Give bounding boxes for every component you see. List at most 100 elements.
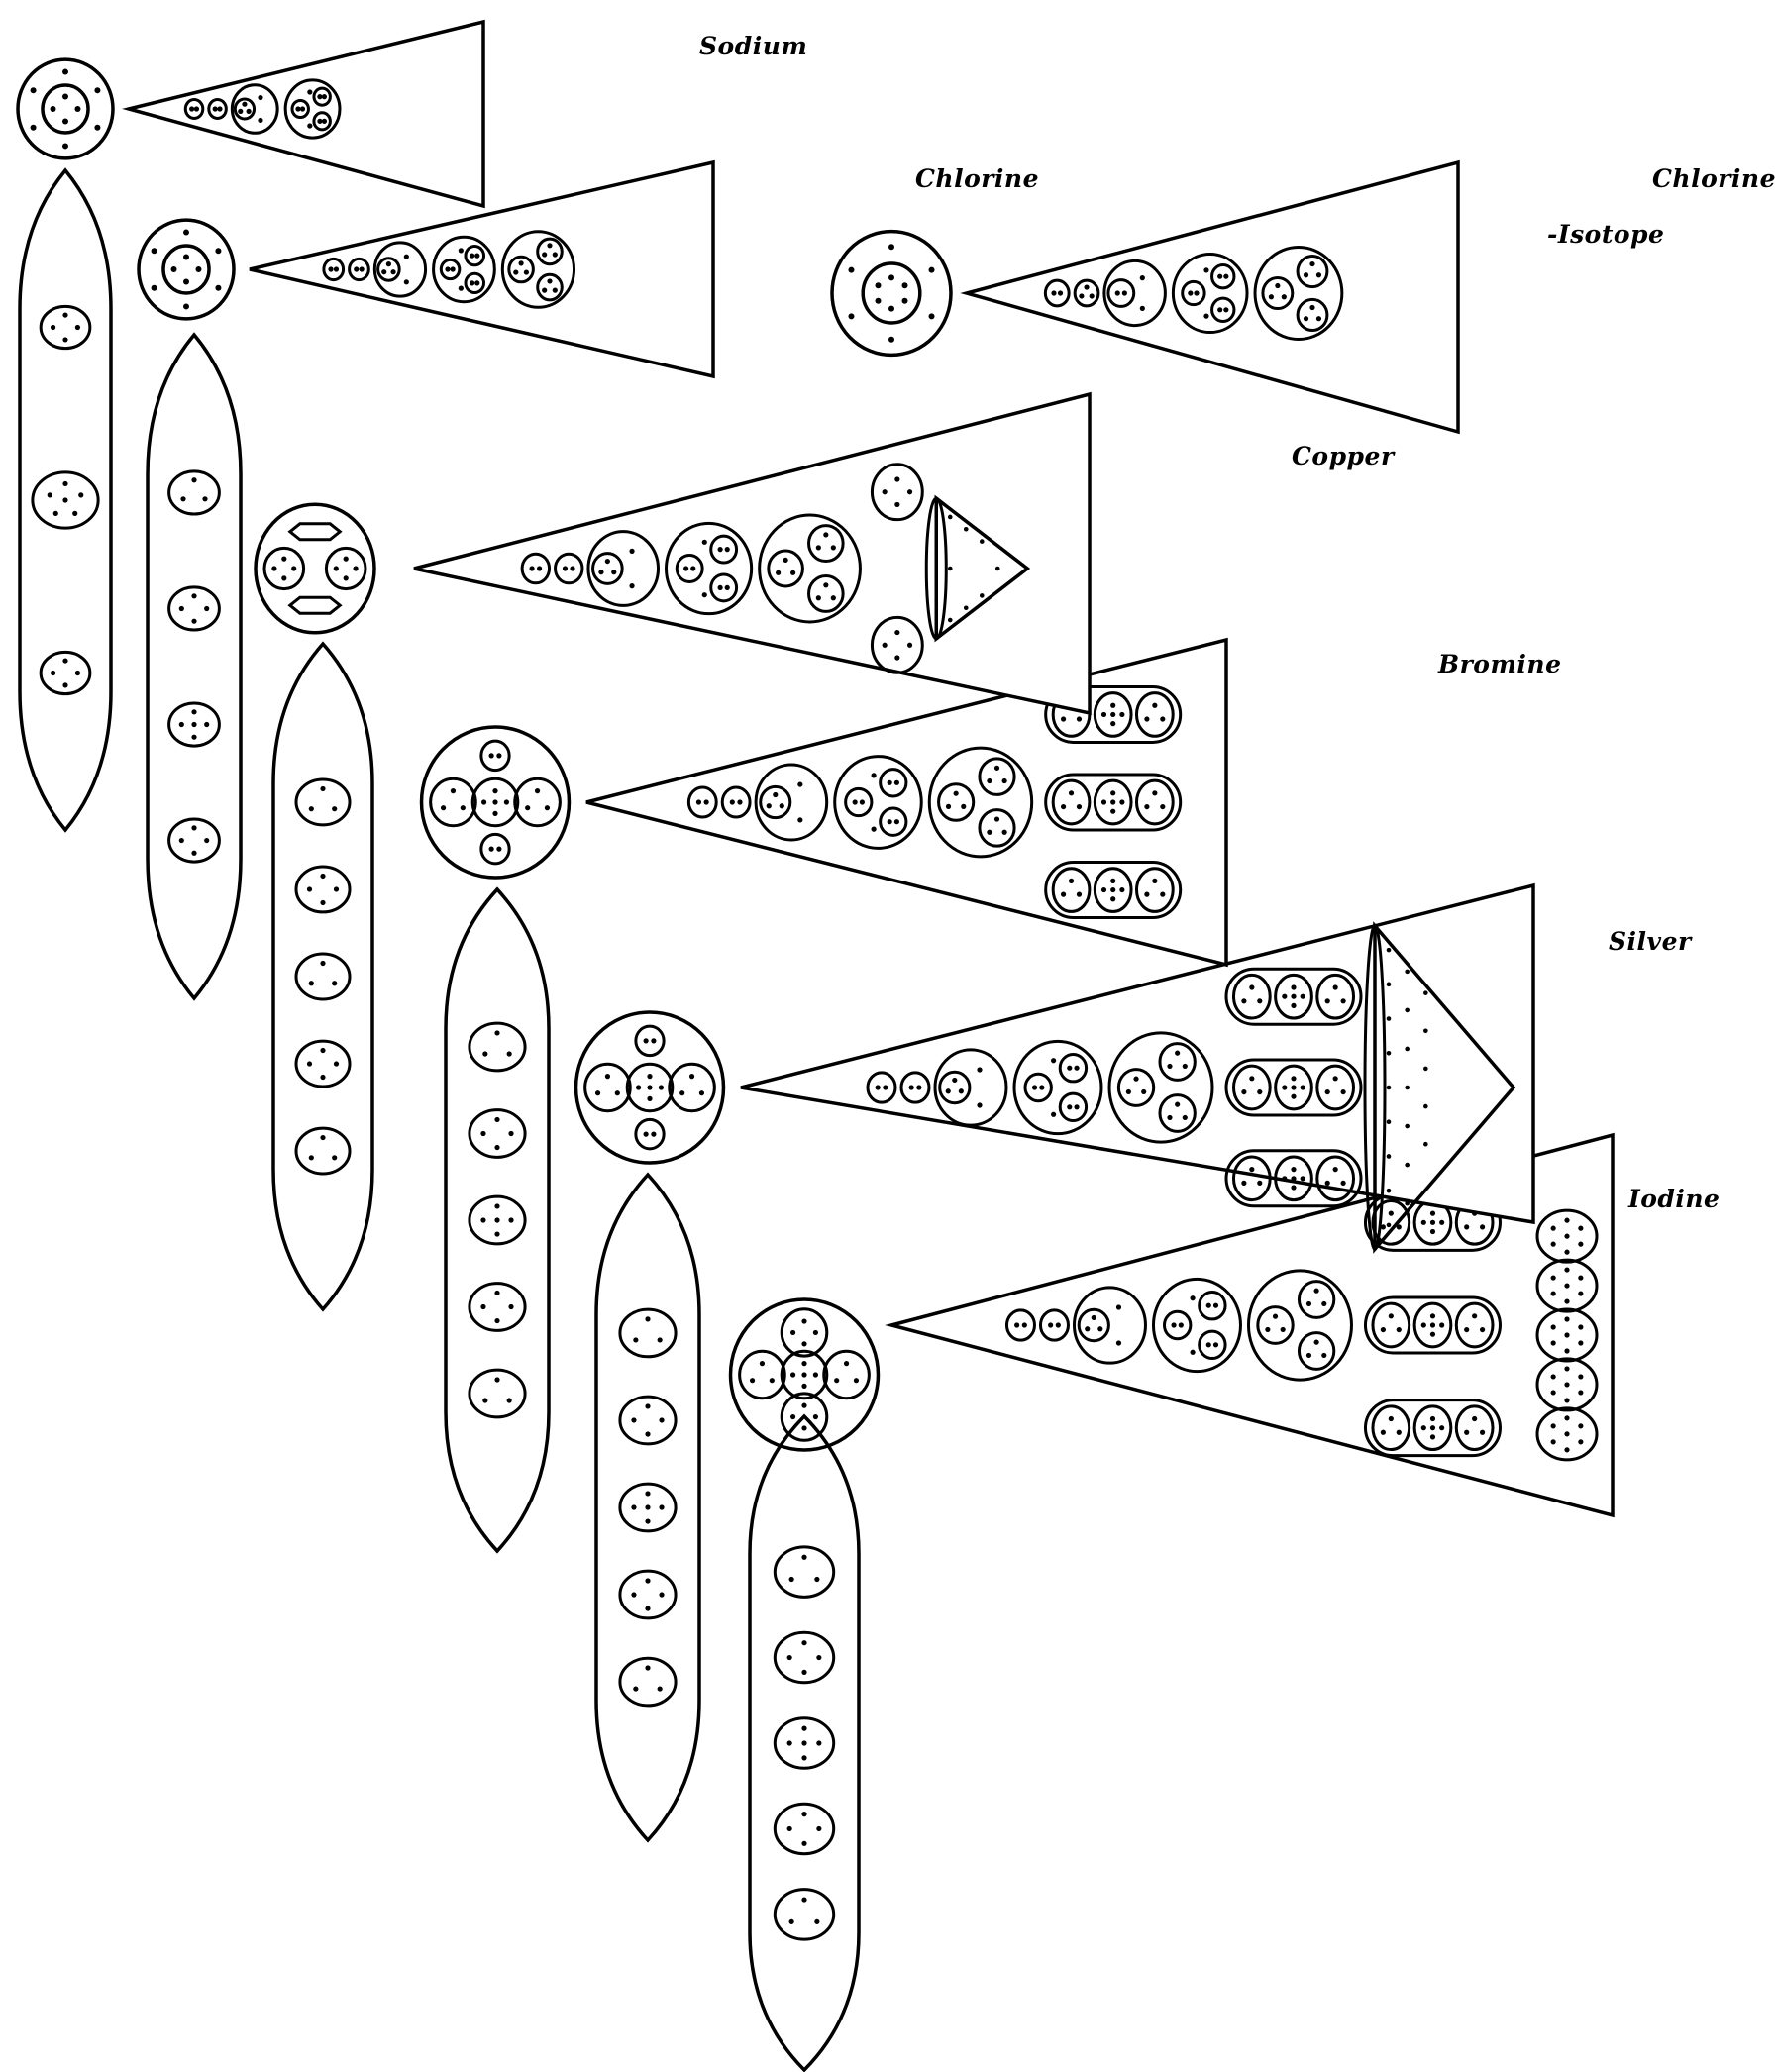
funnel-group-ball	[866, 1071, 897, 1104]
funnel-sub	[1106, 278, 1136, 308]
dot	[816, 1825, 822, 1832]
funnel-triplet-body	[1315, 973, 1356, 1020]
spike-body-ring	[39, 650, 92, 696]
dot	[882, 489, 888, 495]
dot	[1031, 1085, 1038, 1090]
dot	[1472, 1313, 1478, 1319]
dot	[1423, 1141, 1428, 1147]
funnel-triplet-body	[1231, 1155, 1272, 1202]
dot	[1110, 711, 1116, 718]
dot	[333, 886, 340, 892]
dot	[1380, 1224, 1386, 1230]
funnel-sub	[591, 552, 624, 585]
funnel-group-triplets	[1044, 684, 1183, 920]
head-arm-body	[583, 1062, 632, 1113]
dot	[1001, 777, 1007, 784]
head-outer-ring	[830, 229, 953, 358]
head-bar	[287, 522, 343, 542]
dot	[1578, 1439, 1584, 1445]
funnel-column-outline	[1535, 1406, 1599, 1462]
dot	[786, 1654, 792, 1661]
dot	[604, 1074, 611, 1080]
dot	[359, 266, 365, 272]
dot	[893, 779, 900, 785]
dot	[170, 266, 177, 272]
funnel-group-cluster	[754, 763, 829, 842]
dot	[1429, 1415, 1436, 1422]
dot	[78, 492, 84, 498]
dot	[460, 805, 466, 811]
dot	[633, 1686, 639, 1692]
dot	[1439, 1425, 1445, 1431]
funnel-triplet-outline	[1224, 1149, 1363, 1208]
dot	[894, 629, 900, 636]
spike-body-ring	[167, 469, 221, 516]
funnel-sub	[767, 549, 804, 588]
head-outer-ring	[254, 502, 376, 635]
funnel-sub	[1116, 1068, 1156, 1107]
dot	[1324, 1180, 1330, 1186]
dot	[1405, 1085, 1410, 1090]
dot	[906, 489, 913, 495]
funnel-cluster	[758, 513, 862, 624]
dot	[1051, 1058, 1057, 1064]
funnel-sub	[1058, 1052, 1089, 1084]
dot	[529, 566, 535, 571]
dot	[1479, 1224, 1486, 1230]
dot	[494, 1231, 500, 1237]
spike-body	[167, 585, 221, 632]
dot	[1160, 803, 1166, 810]
dot	[1429, 1210, 1436, 1216]
dot	[482, 1051, 488, 1057]
dot	[901, 297, 908, 304]
dot	[1212, 1302, 1219, 1308]
dot	[888, 274, 894, 281]
spike	[594, 1172, 701, 1843]
dot	[1291, 1093, 1297, 1099]
dot	[893, 819, 900, 825]
funnel-cone-base	[1363, 924, 1387, 1251]
dot	[242, 101, 248, 107]
dot	[717, 584, 723, 590]
element-chlorine-isotope	[830, 159, 1460, 435]
funnel-group-cluster	[283, 78, 342, 140]
funnel-group-cluster	[372, 241, 428, 298]
dot	[1282, 1085, 1288, 1090]
dot	[1241, 1088, 1247, 1095]
dot	[1125, 1088, 1131, 1095]
dot	[1564, 1447, 1570, 1453]
dot	[320, 785, 326, 792]
dot	[1405, 1123, 1410, 1129]
dot	[202, 496, 208, 502]
dot	[1321, 1300, 1327, 1307]
dot	[458, 285, 464, 291]
funnel-group-cluster	[586, 530, 661, 607]
dot	[875, 282, 882, 289]
head	[254, 502, 376, 635]
dot	[547, 243, 553, 249]
funnel-sub	[709, 534, 739, 565]
funnel-ball	[899, 1071, 931, 1104]
funnel-sub	[938, 1070, 972, 1105]
head	[137, 218, 236, 321]
funnel-cluster	[665, 521, 754, 616]
dot	[440, 805, 447, 811]
head-outer-ring	[16, 57, 115, 160]
dot	[645, 1316, 651, 1322]
funnel-triplet-body	[1093, 691, 1133, 738]
dot	[1332, 1167, 1338, 1173]
dot	[651, 1131, 657, 1137]
dot	[871, 826, 877, 832]
dot	[191, 618, 197, 624]
dot	[62, 497, 68, 503]
dot	[1305, 1300, 1312, 1307]
dot	[790, 570, 796, 575]
dot	[797, 781, 803, 787]
dot	[843, 1361, 850, 1367]
dot	[215, 248, 222, 255]
dot	[183, 278, 189, 285]
dot	[1060, 716, 1067, 722]
funnel-group-cluster	[1253, 245, 1344, 342]
dot	[945, 803, 952, 809]
dot	[94, 87, 101, 94]
